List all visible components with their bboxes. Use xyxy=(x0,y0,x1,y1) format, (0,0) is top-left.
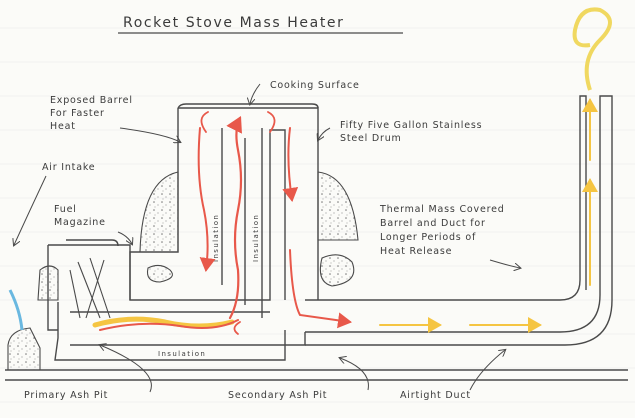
thermal-mass-label-1: Thermal Mass Covered xyxy=(379,204,505,215)
stove-structure xyxy=(5,95,628,381)
thermal-mass-label-2: Barrel and Duct for xyxy=(380,218,486,229)
exposed-barrel-label-1: Exposed Barrel xyxy=(50,95,133,106)
insulation-bottom-label: Insulation xyxy=(158,350,206,358)
leader-arrows xyxy=(14,83,520,393)
fuel-label-2: Magazine xyxy=(54,217,106,228)
thermal-mass-label-4: Heat Release xyxy=(380,246,452,257)
air-flow xyxy=(8,289,24,331)
diagram-title: Rocket Stove Mass Heater xyxy=(123,15,345,31)
fuel-label-1: Fuel xyxy=(54,204,77,215)
insulation-left-label: Insulation xyxy=(212,214,220,262)
cooking-surface-label: Cooking Surface xyxy=(270,80,360,91)
fuel-sticks xyxy=(69,257,111,319)
thermal-mass xyxy=(7,171,359,371)
exposed-barrel-label-2: For Faster xyxy=(50,108,105,119)
exposed-barrel-label-3: Heat xyxy=(50,121,76,132)
drum-label-1: Fifty Five Gallon Stainless xyxy=(340,120,482,131)
flame-flow xyxy=(92,98,598,335)
drum-label-2: Steel Drum xyxy=(340,133,402,144)
airtight-duct-label: Airtight Duct xyxy=(400,390,471,401)
secondary-ash-pit-label: Secondary Ash Pit xyxy=(228,390,327,401)
thermal-mass-label-3: Longer Periods of xyxy=(380,232,476,243)
insulation-right-label: Insulation xyxy=(252,214,260,262)
primary-ash-pit-label: Primary Ash Pit xyxy=(24,390,108,401)
air-intake-label: Air Intake xyxy=(42,162,95,173)
smoke-swirl xyxy=(572,7,612,91)
